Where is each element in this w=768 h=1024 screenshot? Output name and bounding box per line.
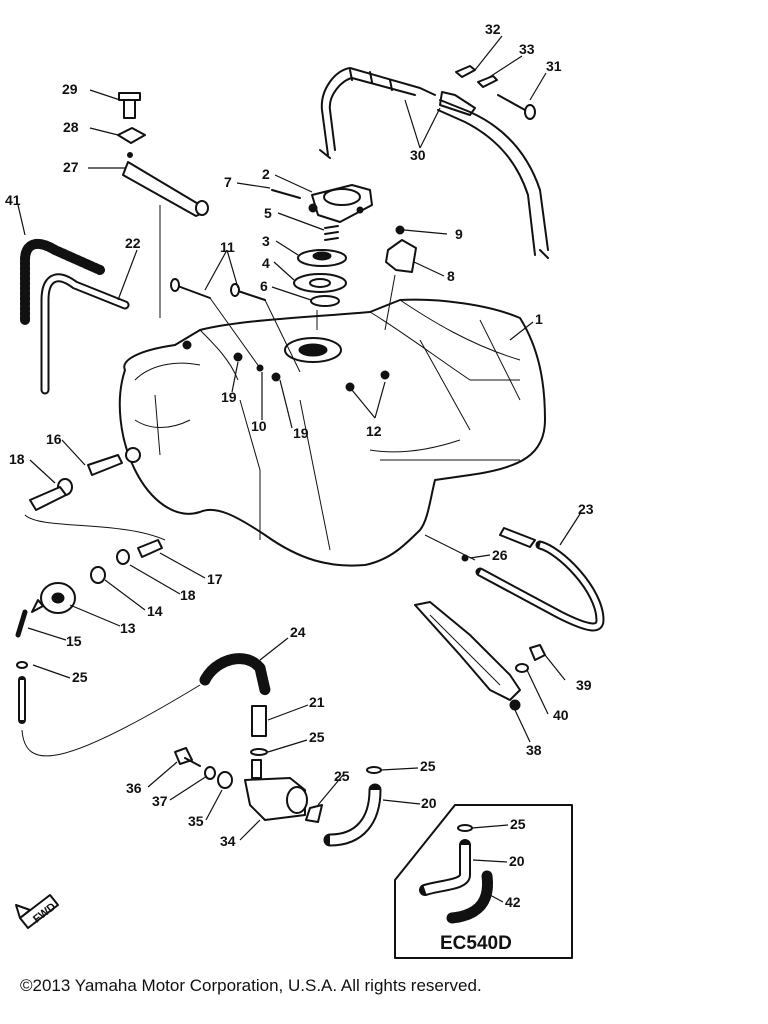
callout-29: 29 [62,81,78,97]
callout-39: 39 [576,677,592,693]
callout-42: 42 [505,894,521,910]
fuel-hose-20 [323,766,382,847]
callout-20a: 20 [421,795,437,811]
callout-22: 22 [125,235,141,251]
callout-2: 2 [262,166,270,182]
callout-36: 36 [126,780,142,796]
fuel-pump [174,747,323,823]
callout-7: 7 [224,174,232,190]
callout-18b: 18 [180,587,196,603]
callout-19b: 19 [293,425,309,441]
callout-21: 21 [309,694,325,710]
callout-23: 23 [578,501,594,517]
callout-16: 16 [46,431,62,447]
callout-38: 38 [526,742,542,758]
callout-18a: 18 [9,451,25,467]
tank-straps [319,65,549,259]
callout-25c: 25 [334,768,350,784]
callout-25a: 25 [72,669,88,685]
fwd-arrow-icon: FWD [15,894,59,929]
callout-25b: 25 [309,729,325,745]
callout-33: 33 [519,41,535,57]
callout-25e: 25 [510,816,526,832]
callout-15: 15 [66,633,82,649]
callout-14: 14 [147,603,163,619]
callout-1: 1 [535,311,543,327]
vent-hoses [20,238,130,395]
inset-box-ec540d: EC540D [394,804,573,959]
callout-34: 34 [220,833,236,849]
callout-10: 10 [251,418,267,434]
leader-lines [17,35,581,903]
bracket-38 [414,601,546,711]
bolts-11 [170,278,301,373]
fuel-hoses-lower [199,653,271,756]
callout-9: 9 [455,226,463,242]
inset-model-label: EC540D [440,933,512,954]
callout-37: 37 [152,793,168,809]
callout-35: 35 [188,813,204,829]
callout-32: 32 [485,21,501,37]
mount-pipe-and-bolt [117,92,209,318]
callout-40: 40 [553,707,569,723]
callout-17: 17 [207,571,223,587]
callout-6: 6 [260,278,268,294]
callout-numbers: 1 2 3 4 5 6 7 8 9 10 11 12 13 14 15 16 1… [5,21,594,910]
callout-12: 12 [366,423,382,439]
callout-31: 31 [546,58,562,74]
drain-hose-23 [424,527,605,632]
callout-25d: 25 [420,758,436,774]
callout-26: 26 [492,547,508,563]
callout-28: 28 [63,119,79,135]
callout-13: 13 [120,620,136,636]
callout-19a: 19 [221,389,237,405]
copyright-notice: ©2013 Yamaha Motor Corporation, U.S.A. A… [20,976,482,995]
fuel-line-left [15,454,201,757]
callout-27: 27 [63,159,79,175]
callout-8: 8 [447,268,455,284]
callout-3: 3 [262,233,270,249]
callout-30: 30 [410,147,426,163]
callout-41: 41 [5,192,21,208]
callout-11: 11 [220,239,235,255]
callout-24: 24 [290,624,306,640]
callout-20b: 20 [509,853,525,869]
filler-cap-assembly [271,184,417,331]
callout-4: 4 [262,255,270,271]
fuel-tank [118,298,546,567]
callout-5: 5 [264,205,272,221]
